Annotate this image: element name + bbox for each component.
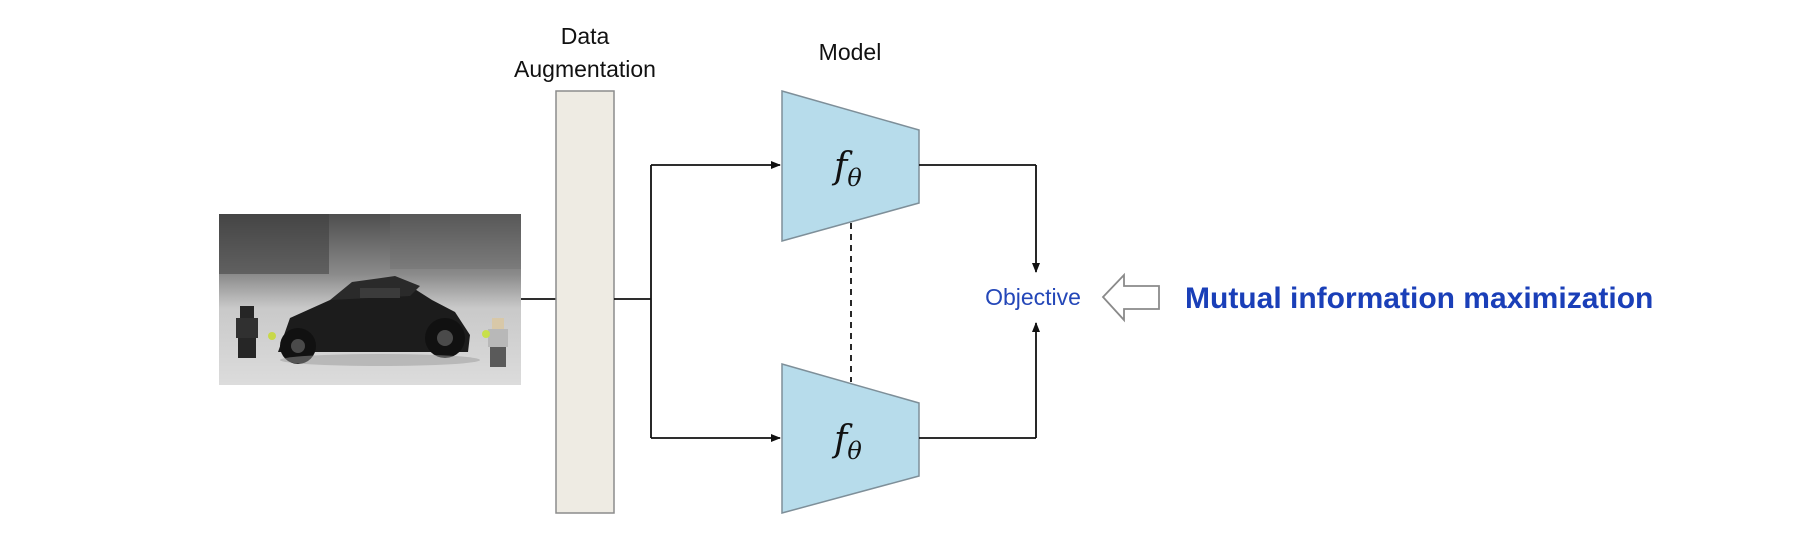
mutual-information-heading: Mutual information maximization: [1185, 282, 1653, 315]
augmentation-label-line2: Augmentation: [514, 56, 656, 82]
branch-connectors: [614, 161, 781, 442]
augmentation-label-line1: Data: [561, 23, 610, 49]
objective-label: Objective: [985, 284, 1081, 310]
encoder-top: fθ: [781, 90, 920, 242]
hollow-left-arrow-icon: [1101, 272, 1160, 323]
encoder-bottom: fθ: [781, 363, 920, 514]
encoder-top-subscript: θ: [847, 164, 862, 192]
encoder-bottom-subscript: θ: [847, 437, 862, 465]
input-image: [219, 214, 521, 385]
augmentation-block: [555, 90, 615, 514]
model-label: Model: [819, 39, 882, 65]
output-connectors: [919, 164, 1040, 439]
